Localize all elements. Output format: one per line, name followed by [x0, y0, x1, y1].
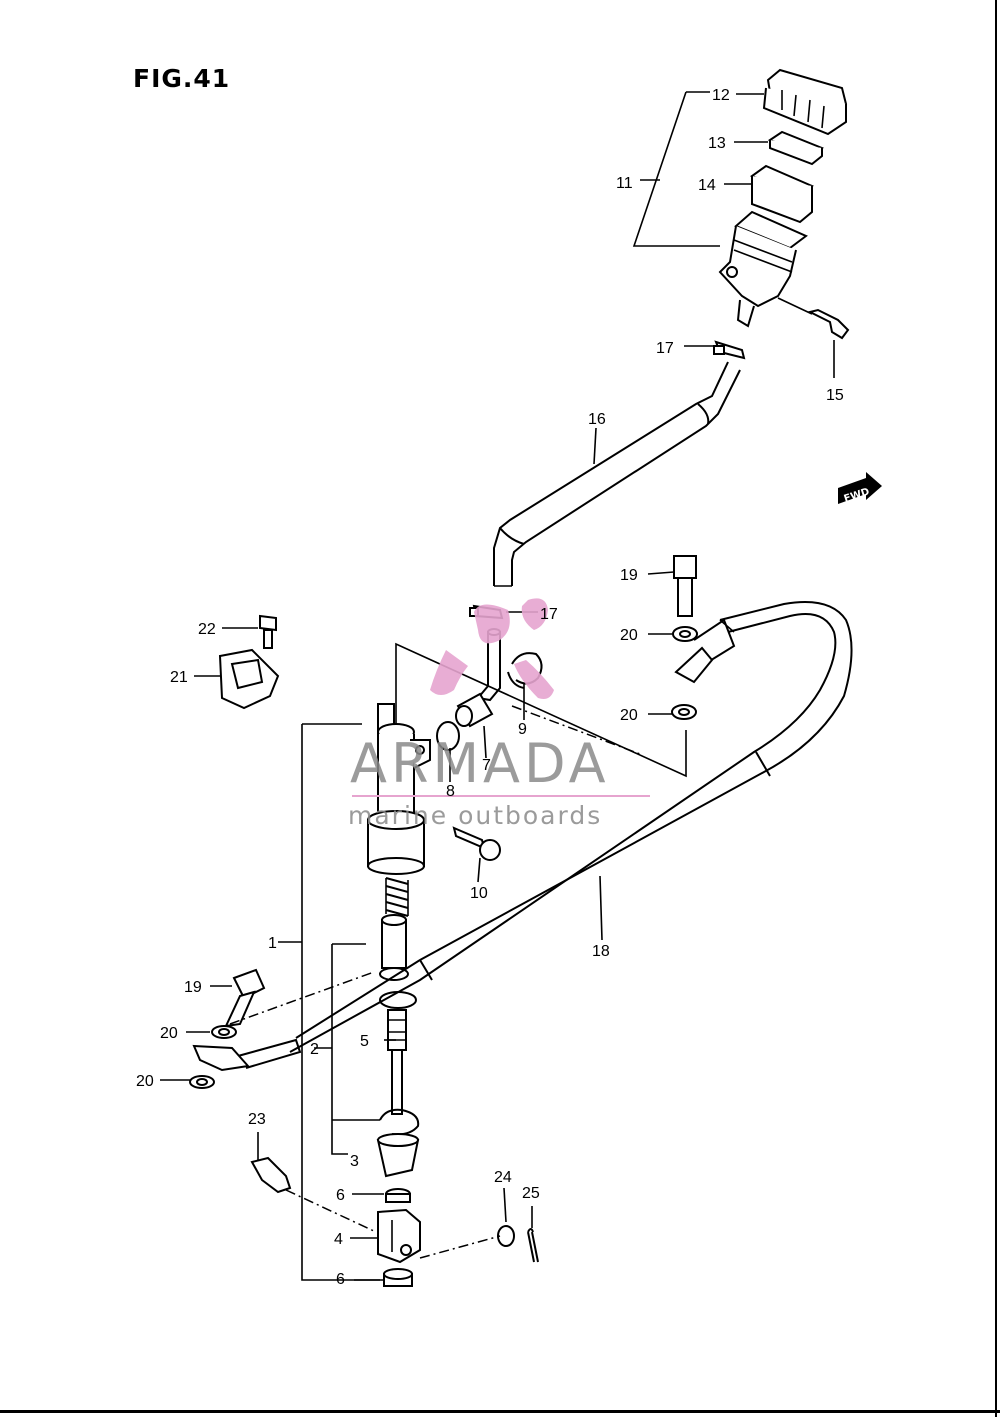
callout-9: 9	[518, 721, 527, 738]
callout-18: 18	[592, 943, 610, 960]
hose-clamp-upper	[713, 340, 746, 360]
frame-bottom-edge	[0, 1410, 1000, 1413]
banjo-bolt-lower	[224, 968, 266, 1028]
callout-24: 24	[494, 1169, 512, 1186]
callout-6-upper: 6	[336, 1187, 345, 1204]
clutch-hose	[237, 601, 853, 1069]
callout-5: 5	[360, 1033, 369, 1050]
washer-24	[497, 1225, 515, 1247]
reservoir-diaphragm	[767, 130, 824, 166]
clevis	[377, 1208, 421, 1264]
leader-lines	[160, 91, 835, 1281]
assembly-dash-lines	[229, 705, 641, 1259]
reservoir-hose	[493, 361, 741, 587]
return-spring	[385, 877, 409, 917]
callout-4: 4	[334, 1231, 343, 1248]
watermark-tagline: marine outboards	[348, 801, 602, 830]
cylinder-screw	[452, 826, 501, 861]
banjo-fitting-lower	[192, 1044, 250, 1072]
reservoir-body	[718, 210, 808, 328]
callout-13: 13	[708, 135, 726, 152]
callout-8: 8	[446, 783, 455, 800]
callout-20-c: 20	[160, 1025, 178, 1042]
callout-2: 2	[310, 1041, 319, 1058]
piston	[379, 914, 417, 1009]
circlip-lower	[379, 1108, 420, 1136]
push-rod	[387, 1009, 407, 1115]
watermark-brand: ARMADA	[350, 732, 610, 795]
callout-20-d: 20	[136, 1073, 154, 1090]
reservoir-bolt	[807, 308, 850, 340]
banjo-bolt-upper	[673, 555, 697, 617]
callout-25: 25	[522, 1185, 540, 1202]
callout-16: 16	[588, 411, 606, 428]
callout-11: 11	[616, 175, 633, 192]
banjo-fitting-upper	[674, 646, 714, 684]
reservoir-plate	[749, 164, 814, 224]
callout-6-lower: 6	[336, 1271, 345, 1288]
master-cylinder	[367, 703, 431, 875]
callout-19-upper: 19	[620, 567, 638, 584]
frame-right-edge	[995, 0, 997, 1417]
callout-labels: 1 2 3 4 5 6 6 7 8 9 10 11 12 13 14 15 16…	[136, 87, 844, 1288]
watermark: ARMADA marine outboards	[348, 598, 650, 830]
lock-nut-upper	[385, 1188, 411, 1203]
callout-1: 1	[268, 935, 277, 952]
washer-20-a	[672, 626, 698, 642]
callout-20-b: 20	[620, 707, 638, 724]
washer-20-d	[189, 1075, 215, 1089]
grommet	[455, 692, 494, 728]
o-ring	[436, 721, 460, 751]
callout-19-lower: 19	[184, 979, 202, 996]
washer-20-c	[211, 1025, 237, 1039]
cotter-pin	[527, 1228, 539, 1263]
fwd-badge: FWD	[838, 472, 882, 505]
clevis-pin	[250, 1156, 292, 1194]
dust-boot	[376, 1133, 420, 1178]
callout-17-upper: 17	[656, 340, 674, 357]
callout-17-lower: 17	[540, 606, 558, 623]
callout-15: 15	[826, 387, 844, 404]
lock-nut-lower	[383, 1268, 413, 1287]
washer-20-b	[671, 704, 697, 720]
callout-3: 3	[350, 1153, 359, 1170]
callout-21: 21	[170, 669, 188, 686]
callout-22: 22	[198, 621, 216, 638]
callout-10: 10	[470, 885, 488, 902]
callout-7: 7	[482, 757, 491, 774]
callout-20-a: 20	[620, 627, 638, 644]
reservoir-cap	[762, 68, 848, 136]
mounting-bracket	[218, 648, 280, 710]
figure-title: FIG.41	[133, 64, 231, 93]
callout-12: 12	[712, 87, 730, 104]
bracket-bolt	[259, 614, 277, 649]
callout-14: 14	[698, 177, 716, 194]
callout-23: 23	[248, 1111, 266, 1128]
